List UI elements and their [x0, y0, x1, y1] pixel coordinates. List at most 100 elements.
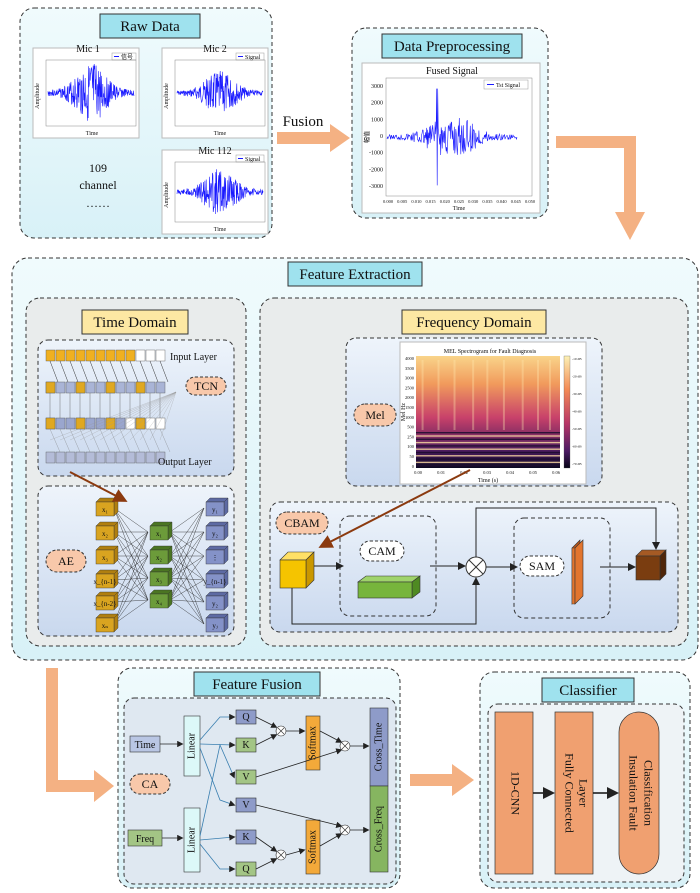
tcn-link — [79, 428, 91, 453]
preprocessing-panel: Data Preprocessing Fused Signal Tst Sign… — [351, 27, 549, 219]
tcn-link — [109, 428, 121, 453]
mic1-chart: Mic 1 信号 Amplitude Time — [32, 44, 140, 139]
tcn-link — [59, 391, 177, 441]
tcn-link — [79, 391, 177, 441]
ae-link — [113, 577, 149, 625]
ae-input-node-label: x₂ — [102, 530, 109, 538]
frequency-domain-panel: Frequency Domain Mel MEL Spectrogram for… — [259, 297, 689, 647]
fused-xtick: 0.040 — [497, 199, 508, 204]
ae-output-node — [205, 595, 225, 611]
mic1-title: Mic 1 — [76, 44, 100, 55]
ae-network: x₁x₂x₃x_{n-1}x_{n-2}xₙx₁x₂x₃x₄y₁y₂⋮y_{n-… — [93, 497, 229, 633]
mic1-ylabel: Amplitude — [35, 83, 41, 109]
bottom-v-multiply-x — [341, 826, 349, 834]
tcn-cell — [155, 349, 166, 362]
tcn-link — [149, 391, 177, 441]
mic112-ylabel: Amplitude — [164, 182, 170, 208]
ae-hidden-node-label: x₄ — [156, 598, 163, 606]
spectrogram-band — [416, 445, 560, 447]
spectrogram-streak — [453, 360, 456, 430]
mic2-ylabel: Amplitude — [164, 83, 170, 109]
ae-link — [113, 507, 149, 533]
ae-link — [113, 555, 149, 603]
raw-data-panel: Raw Data Mic 1 信号 Amplitude Time Mic 2 S… — [19, 7, 273, 239]
tcn-link — [159, 360, 169, 383]
ae-hidden-node — [149, 549, 169, 565]
v-to-mul-bottom — [255, 804, 343, 828]
bottom-q-node — [235, 861, 257, 877]
spectrogram-band — [416, 465, 560, 467]
spectrogram-ylabel: Mel Hz — [401, 403, 407, 421]
spectrogram-streak — [437, 360, 440, 430]
fused-xtick: 0.005 — [397, 199, 408, 204]
tcn-cell — [65, 417, 76, 430]
mul-to-softmax-bottom — [285, 848, 306, 856]
tcn-cell — [135, 381, 146, 394]
fused-signal-title: Fused Signal — [426, 66, 478, 77]
ae-output-node — [205, 501, 225, 517]
tcn-cell — [155, 381, 166, 394]
ae-link — [169, 599, 205, 603]
spectrogram-streak — [537, 360, 540, 430]
fused-ytick: 2000 — [371, 101, 383, 107]
ae-link — [169, 579, 205, 601]
channel-ellipsis: …… — [86, 196, 110, 210]
mic2-legend: Signal — [245, 55, 261, 61]
sam-tag: SAM — [529, 559, 555, 573]
spectrogram-xlabel: Time (s) — [478, 477, 498, 484]
ae-output-node-label: ⋮ — [212, 554, 219, 562]
tcn-link — [139, 391, 177, 441]
spectrogram-ytick: 50 — [410, 454, 415, 459]
tcn-link — [149, 360, 159, 383]
ae-link — [169, 555, 205, 581]
tcn-cell — [145, 451, 156, 464]
ae-input-node-label: x_{n-2} — [93, 600, 116, 608]
tcn-link — [79, 360, 89, 383]
spectrogram-xtick: 0.00 — [414, 470, 423, 475]
spectrogram-title: MEL Spectrogram for Fault Diagnosis — [444, 348, 537, 355]
fused-xtick: 0.045 — [511, 199, 522, 204]
ae-link — [113, 531, 149, 579]
bottom-q-node-label: Q — [242, 864, 250, 875]
ae-link — [113, 555, 149, 581]
raw-data-title: Raw Data — [120, 19, 180, 35]
spectrogram-streak — [486, 360, 489, 430]
cbam-tag: CBAM — [284, 516, 320, 530]
fused-ytick: 3000 — [371, 84, 383, 90]
ae-hidden-node-label: x₁ — [156, 530, 162, 538]
colorbar-tick: -60 dB — [572, 445, 582, 449]
tcn-link — [99, 428, 111, 453]
tcn-cell — [75, 417, 86, 430]
tcn-cell — [95, 381, 106, 394]
fused-xtick: 0.050 — [525, 199, 536, 204]
tcn-link — [119, 428, 131, 453]
colorbar-tick: -10 dB — [572, 357, 582, 361]
tcn-cell — [145, 417, 156, 430]
bottom-qk-multiply-x — [277, 851, 285, 859]
classifier-title: Classifier — [559, 683, 617, 699]
cross-freq: Cross_Freq — [373, 806, 384, 852]
tcn-cell — [55, 417, 66, 430]
ae-link — [113, 599, 149, 625]
spectrogram-xtick: 0.06 — [552, 470, 561, 475]
frequency-domain-title: Frequency Domain — [416, 315, 532, 331]
tcn-link — [109, 391, 177, 441]
output-feature-cube — [635, 549, 667, 581]
fusion-to-classifier-arrow — [410, 764, 474, 796]
tcn-cell — [55, 381, 66, 394]
tcn-cell — [115, 451, 126, 464]
tcn-cell — [105, 381, 116, 394]
fused-xtick: 0.025 — [454, 199, 465, 204]
colorbar-tick: -70 dB — [572, 462, 582, 466]
tcn-cell — [95, 451, 106, 464]
spectrogram-band — [416, 455, 560, 457]
fc-layer-line1: Fully Connected — [562, 753, 576, 833]
ae-link — [169, 531, 205, 557]
fused-ytick: 1000 — [371, 117, 383, 123]
fusion-label: Fusion — [283, 114, 324, 130]
tcn-cell — [135, 349, 146, 362]
ae-input-node-label: x₁ — [102, 506, 108, 514]
